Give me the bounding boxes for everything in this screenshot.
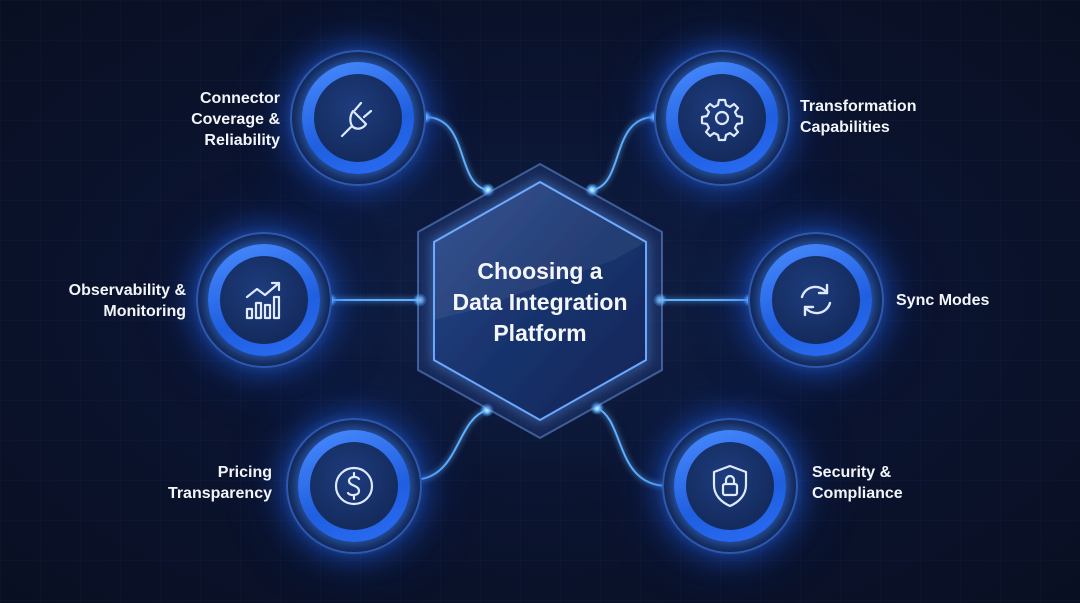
plug-icon bbox=[340, 101, 373, 138]
central-title: Choosing a Data Integration Platform bbox=[414, 256, 666, 349]
title-line-3: Platform bbox=[493, 320, 587, 346]
shield-lock-icon bbox=[712, 464, 748, 508]
node-sync[interactable] bbox=[748, 232, 884, 368]
dollar-icon bbox=[334, 466, 374, 506]
chart-trend-icon bbox=[245, 281, 281, 320]
node-transformation[interactable] bbox=[654, 50, 790, 186]
gear-icon bbox=[700, 98, 744, 142]
sync-icon bbox=[800, 283, 832, 317]
label-security: Security & Compliance bbox=[812, 464, 903, 502]
label-sync: Sync Modes bbox=[896, 292, 990, 309]
node-observability[interactable] bbox=[196, 232, 332, 368]
label-pricing: Pricing Transparency bbox=[167, 464, 272, 502]
label-transformation: Transformation Capabilities bbox=[800, 98, 917, 136]
title-line-1: Choosing a bbox=[477, 258, 603, 284]
central-hexagon bbox=[417, 162, 663, 440]
title-line-2: Data Integration bbox=[452, 289, 628, 315]
label-observability: Observability & Monitoring bbox=[68, 282, 186, 320]
node-pricing[interactable] bbox=[286, 418, 422, 554]
label-connector: Connector Coverage & Reliability bbox=[191, 90, 280, 149]
node-security[interactable] bbox=[662, 418, 798, 554]
node-connector[interactable] bbox=[290, 50, 426, 186]
